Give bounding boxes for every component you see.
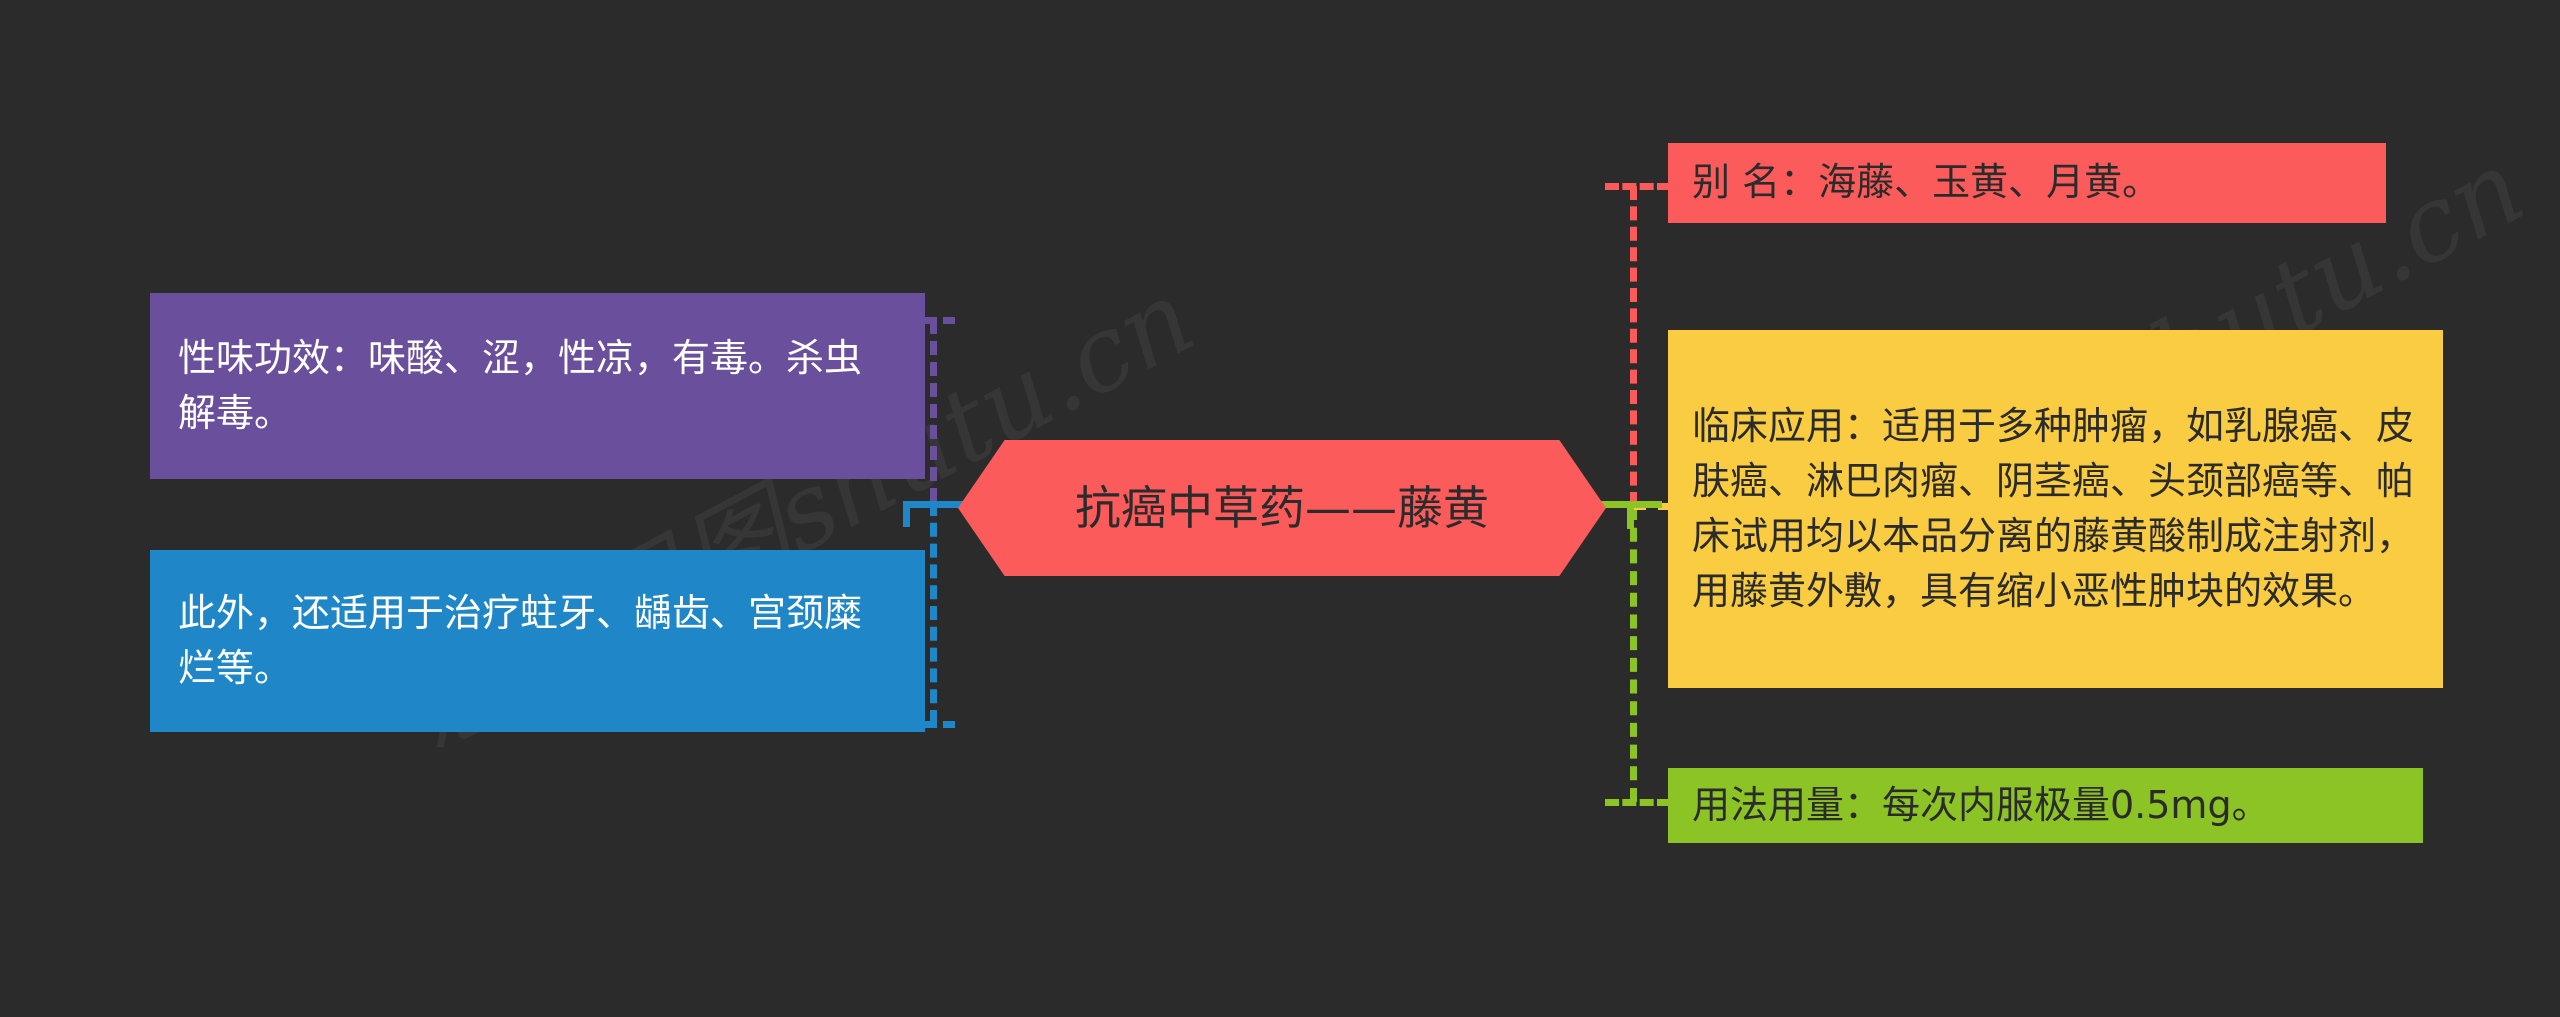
connector-trunk-green	[1630, 506, 1637, 802]
node-center-label: 抗癌中草药——藤黄	[1075, 480, 1489, 535]
connector-stem-green	[1605, 799, 1671, 806]
connector-elbow-center-right-vertical	[1627, 501, 1634, 529]
connector-trunk-purple	[930, 320, 937, 502]
node-alias[interactable]: 别 名：海藤、玉黄、月黄。	[1668, 143, 2386, 223]
node-clinical-application[interactable]: 临床应用：适用于多种肿瘤，如乳腺癌、皮肤癌、淋巴肉瘤、阴茎癌、头颈部癌等、帕床试…	[1668, 330, 2443, 688]
connector-trunk-red	[1630, 186, 1637, 506]
node-dosage-label: 用法用量：每次内服极量0.5mg。	[1692, 782, 2270, 827]
connector-trunk-blue	[930, 502, 937, 724]
connector-stem-blue	[925, 721, 955, 728]
node-other-label: 此外，还适用于治疗蛀牙、龋齿、宫颈糜烂等。	[178, 590, 863, 690]
node-dosage[interactable]: 用法用量：每次内服极量0.5mg。	[1668, 768, 2423, 843]
node-clinical-label: 临床应用：适用于多种肿瘤，如乳腺癌、皮肤癌、淋巴肉瘤、阴茎癌、头颈部癌等、帕床试…	[1692, 403, 2415, 614]
connector-stem-red	[1605, 183, 1671, 190]
node-center-topic[interactable]: 抗癌中草药——藤黄	[958, 440, 1606, 576]
connector-elbow-center-left	[903, 501, 963, 508]
connector-stem-purple	[925, 317, 955, 324]
node-other-uses[interactable]: 此外，还适用于治疗蛀牙、龋齿、宫颈糜烂等。	[150, 550, 925, 732]
node-alias-label: 别 名：海藤、玉黄、月黄。	[1692, 160, 2161, 205]
node-nature-and-effects[interactable]: 性味功效：味酸、涩，性凉，有毒。杀虫解毒。	[150, 293, 925, 479]
node-nature-label: 性味功效：味酸、涩，性凉，有毒。杀虫解毒。	[178, 335, 863, 435]
connector-elbow-center-left-vertical	[903, 501, 910, 527]
